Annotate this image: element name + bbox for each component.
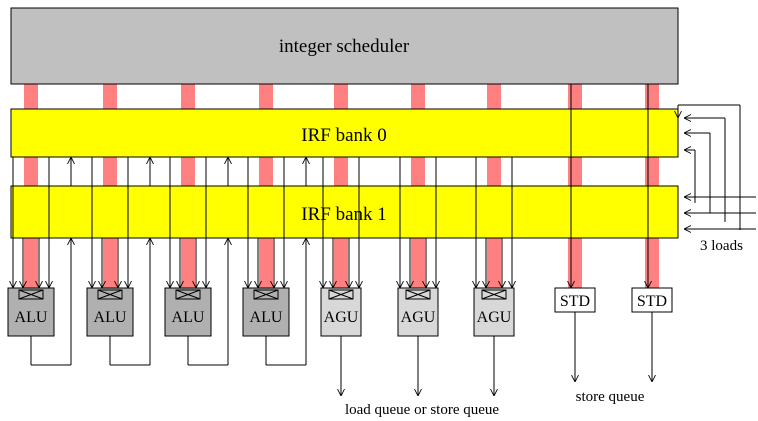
std-unit-label: STD [637,293,667,310]
execution-units: ALU ALU ALU ALU AGU AGU AGU STD STD [7,287,673,337]
std-unit-box [631,287,673,313]
integer-scheduler-box [10,7,679,85]
alu-unit-label: ALU [15,309,48,326]
latch-icon-diagonal [175,289,201,300]
irf-bank-1-label: IRF bank 1 [301,204,387,225]
irf-bank-1-box [10,185,679,239]
latch-icon-diagonal [18,289,44,300]
latch-icon [405,289,431,300]
alu-unit-label: ALU [172,309,205,326]
latch-icon-diagonal [405,289,431,300]
latch-icon [328,289,354,300]
latch-icon-diagonal [253,289,279,300]
std-unit-box [554,287,596,313]
store-queue-label: store queue [576,389,645,405]
alu-unit-box [242,287,290,337]
agu-unit-label: AGU [324,309,359,326]
latch-icon-diagonal [481,289,507,300]
agu-unit-box [320,287,362,337]
bypass-wires [13,84,652,396]
alu-unit-label: ALU [250,309,283,326]
alu-unit-box [7,287,55,337]
latch-icon [18,289,44,300]
alu-unit-box [164,287,212,337]
agu-unit-box [473,287,515,337]
latch-icon [253,289,279,300]
std-unit-label: STD [560,293,590,310]
irf-bank-0-box [10,108,679,158]
loads-label: 3 loads [700,238,743,254]
agu-unit-box [397,287,439,337]
load-store-queue-label: load queue or store queue [345,402,499,418]
irf-bank-0-label: IRF bank 0 [301,125,387,146]
alu-unit-label: ALU [94,309,127,326]
agu-unit-label: AGU [477,309,512,326]
agu-unit-label: AGU [401,309,436,326]
scheduler-label: integer scheduler [279,36,410,57]
latch-icon [481,289,507,300]
latch-icon-diagonal [328,289,354,300]
latch-icon [175,289,201,300]
alu-unit-box [86,287,134,337]
latch-icon [97,289,123,300]
load-writeback-wires [678,104,756,230]
latch-icon-diagonal [97,289,123,300]
